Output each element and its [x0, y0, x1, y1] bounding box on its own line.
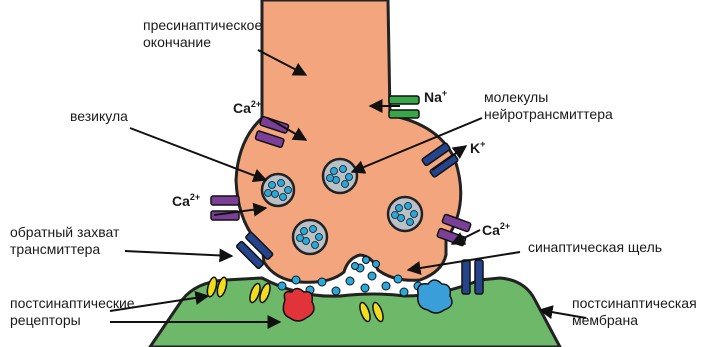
reuptake-label-line1: обратный захват [10, 224, 119, 241]
presynaptic-label-line2: окончание [143, 34, 262, 51]
postsyn-receptors-label-line2: рецепторы [10, 312, 135, 329]
ca-charge: 2+ [500, 221, 510, 231]
vesicle [388, 197, 422, 231]
na-ion-label: Na+ [424, 89, 447, 106]
blue-receptor [418, 280, 452, 313]
na-charge: + [442, 88, 447, 98]
reuptake-label: обратный захват трансмиттера [10, 224, 119, 258]
cleft-label: синаптическая щель [528, 239, 662, 256]
reuptake-label-line2: трансмиттера [10, 241, 119, 258]
ca-ion-label-left: Ca2+ [172, 193, 200, 210]
postsyn-membrane-label-line1: постсинаптическая [572, 295, 697, 312]
ca-charge: 2+ [251, 99, 261, 109]
postsyn-membrane-label: постсинаптическая мембрана [572, 295, 697, 329]
postsyn-membrane-label-line2: мембрана [572, 312, 697, 329]
molecules-label-line1: молекулы [484, 89, 613, 106]
ca-symbol: Ca [233, 100, 251, 116]
vesicle [262, 174, 294, 206]
red-receptor [283, 289, 314, 322]
ca-charge: 2+ [190, 192, 200, 202]
k-symbol: K [470, 140, 480, 156]
ca-channel-left [211, 196, 239, 220]
presynaptic-label-line1: пресинаптическое [143, 17, 262, 34]
presynaptic-label: пресинаптическое окончание [143, 17, 262, 51]
k-ion-label: K+ [470, 140, 485, 157]
ca-symbol: Ca [482, 222, 500, 238]
postsyn-receptors-label-line1: постсинаптические [10, 295, 135, 312]
vesicle [323, 159, 357, 193]
k-charge: + [480, 139, 485, 149]
na-symbol: Na [424, 89, 442, 105]
postsyn-receptors-label: постсинаптические рецепторы [10, 295, 135, 329]
molecules-label: молекулы нейротрансмиттера [484, 89, 613, 123]
ca-ion-label-top: Ca2+ [233, 100, 261, 117]
vesicle-label: везикула [70, 108, 128, 125]
vesicle-label-text: везикула [70, 108, 128, 124]
ca-symbol: Ca [172, 193, 190, 209]
molecules-label-line2: нейротрансмиттера [484, 106, 613, 123]
vesicle [293, 220, 327, 254]
ca-ion-label-right: Ca2+ [482, 222, 510, 239]
cleft-label-text: синаптическая щель [528, 239, 662, 255]
